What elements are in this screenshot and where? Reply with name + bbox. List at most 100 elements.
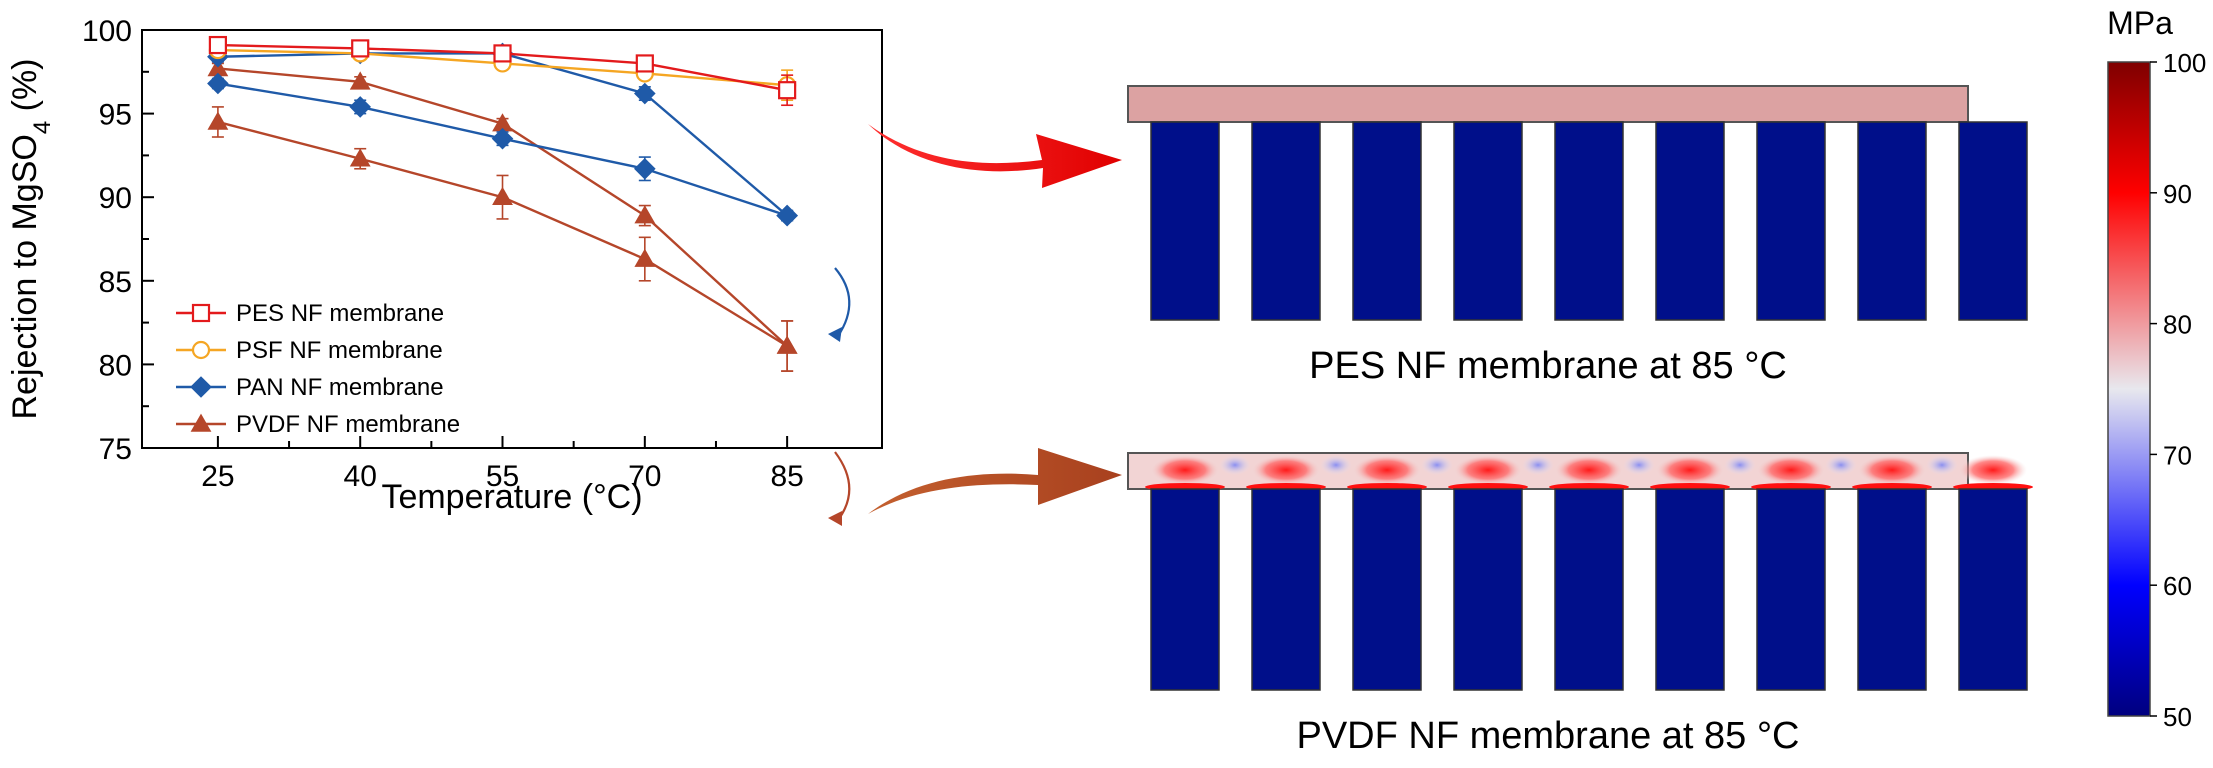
y-tick-label: 85	[99, 266, 132, 299]
arrow-to-pvdf-panel	[868, 448, 1122, 514]
support-pillar	[1453, 121, 1523, 321]
data-point	[635, 54, 654, 73]
stress-hotspot	[1858, 455, 1926, 485]
stress-hotspot	[1555, 455, 1623, 485]
series-pvdf-nf-membrane	[207, 106, 798, 372]
low-stress-zone	[1623, 455, 1655, 475]
support-pillar	[1554, 121, 1624, 321]
low-stress-zone	[1522, 455, 1554, 475]
support-pillar	[1352, 488, 1422, 691]
data-point	[634, 205, 656, 224]
low-stress-zone	[1825, 455, 1857, 475]
pan-drop-arrowhead	[828, 327, 842, 342]
pes-support-pillars	[1150, 121, 2028, 321]
data-point	[776, 335, 798, 354]
low-stress-zone	[1421, 455, 1453, 475]
support-pillar	[1352, 121, 1422, 321]
legend-label: PSF NF membrane	[236, 337, 443, 364]
arrow-to-pes-panel	[868, 124, 1122, 188]
pes-membrane-panel: PES NF membrane at 85 °C	[1127, 85, 2028, 387]
colorbar-tick-label: 100	[2163, 48, 2206, 78]
pvdf-panel-caption: PVDF NF membrane at 85 °C	[1296, 715, 1799, 757]
y-tick-label: 75	[99, 433, 132, 466]
y-axis-label: Rejection to MgSO4 (%)	[6, 58, 56, 419]
data-point	[778, 81, 797, 100]
legend-item: PES NF membrane	[176, 300, 444, 327]
x-axis-label: Temperature (°C)	[381, 478, 642, 516]
data-point	[493, 44, 512, 63]
y-tick-label: 90	[99, 182, 132, 215]
colorbar-tick-label: 70	[2163, 440, 2192, 470]
pvdf-membrane-panel: PVDF NF membrane at 85 °C	[1127, 452, 2033, 757]
y-tick-label: 100	[82, 15, 132, 48]
data-point	[349, 148, 371, 167]
low-stress-zone	[1219, 455, 1251, 475]
support-pillar	[1554, 488, 1624, 691]
support-pillar	[1655, 121, 1725, 321]
series-layer	[207, 35, 798, 372]
support-pillar	[1756, 121, 1826, 321]
pvdf-drop-arrowhead	[828, 511, 842, 526]
stress-hotspot	[1454, 455, 1522, 485]
legend-label: PES NF membrane	[236, 300, 444, 327]
data-point	[492, 186, 513, 205]
data-point	[207, 72, 229, 95]
stress-hotspot	[1959, 455, 2027, 485]
legend-item: PVDF NF membrane	[176, 411, 460, 438]
series-pes-nf-membrane	[208, 35, 797, 107]
pes-panel-caption: PES NF membrane at 85 °C	[1309, 345, 1787, 387]
colorbar-ticks: 50 60 70 80 90 100	[2150, 48, 2206, 732]
data-point	[191, 340, 211, 360]
data-point	[208, 35, 227, 55]
support-pillar	[1150, 488, 1220, 691]
colorbar-tick-label: 60	[2163, 571, 2192, 601]
data-point	[351, 39, 370, 58]
colorbar-tick-label: 80	[2163, 310, 2192, 340]
pvdf-stress-hotspots	[1145, 455, 2033, 491]
data-point	[349, 71, 371, 90]
legend-label: PAN NF membrane	[236, 374, 444, 401]
support-pillar	[1756, 488, 1826, 691]
stress-hotspot	[1353, 455, 1421, 485]
support-pillar	[1655, 488, 1725, 691]
series-pan-nf-membrane	[207, 72, 798, 227]
data-point	[634, 248, 656, 267]
stress-hotspot	[1656, 455, 1724, 485]
data-point	[634, 157, 656, 180]
support-pillar	[1857, 488, 1927, 691]
data-point	[190, 413, 212, 432]
y-tick-label: 95	[99, 99, 132, 132]
support-pillar	[1150, 121, 1220, 321]
x-tick-label: 85	[770, 460, 803, 493]
colorbar-tick-label: 50	[2163, 702, 2192, 732]
data-point	[492, 113, 513, 132]
colorbar-tick-label: 90	[2163, 179, 2192, 209]
support-pillar	[1453, 488, 1523, 691]
support-pillar	[1857, 121, 1927, 321]
low-stress-zone	[1926, 455, 1958, 475]
x-tick-label: 25	[201, 460, 234, 493]
stress-colorbar: MPa 50 60 70 80 90 100	[2107, 5, 2206, 732]
stress-hotspot	[1151, 455, 1219, 485]
support-pillar	[1958, 121, 2028, 321]
pvdf-support-pillars	[1150, 488, 2028, 691]
low-stress-zone	[1724, 455, 1756, 475]
stress-hotspot	[1252, 455, 1320, 485]
data-point	[349, 96, 372, 118]
colorbar-title: MPa	[2107, 5, 2173, 41]
pes-skin-layer	[1127, 85, 1969, 123]
legend-label: PVDF NF membrane	[236, 411, 460, 438]
pan-drop-arrow	[834, 267, 851, 337]
support-pillar	[1251, 121, 1321, 321]
stress-hotspot	[1757, 455, 1825, 485]
pvdf-drop-arrow	[834, 451, 851, 521]
colorbar-gradient	[2107, 61, 2151, 717]
data-point	[190, 376, 212, 398]
legend-item: PAN NF membrane	[176, 374, 444, 401]
support-pillar	[1958, 488, 2028, 691]
